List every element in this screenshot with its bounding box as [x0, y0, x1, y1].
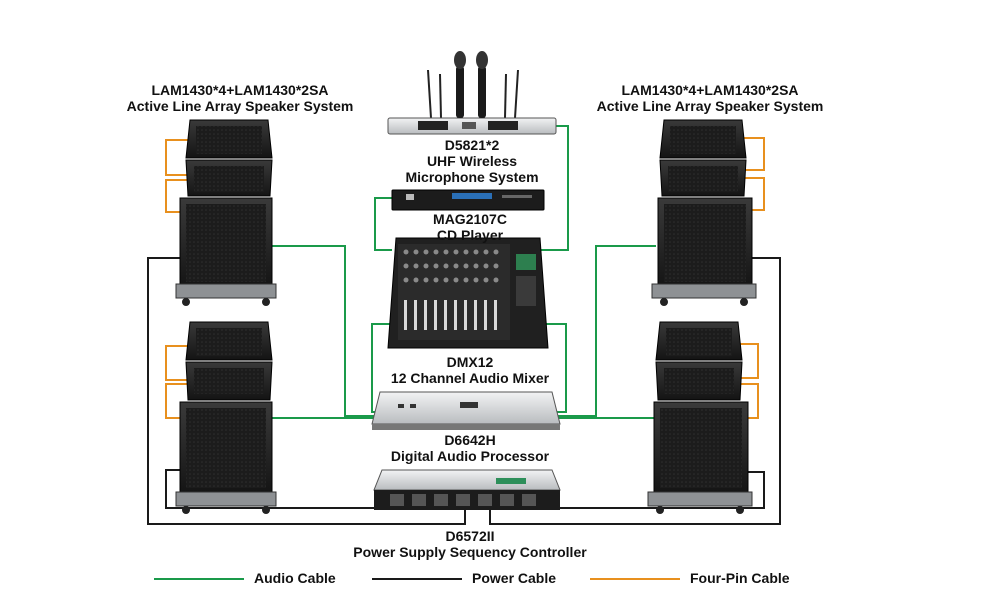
mixer-icon: [387, 237, 549, 349]
speaker-right-label: LAM1430*4+LAM1430*2SA Active Line Array …: [588, 82, 832, 114]
wireless-desc2: Microphone System: [405, 169, 539, 185]
speaker-stack-icon: [175, 321, 277, 514]
audio-cables: [272, 125, 656, 419]
microphone-icon: [454, 51, 488, 118]
power-ctrl-label: D6572II Power Supply Sequency Controller: [330, 528, 610, 560]
speaker-stack-icon: [647, 321, 753, 514]
speaker-stack-icon: [175, 119, 277, 306]
cd-player-icon: [391, 189, 545, 211]
speaker-stack-icon: [651, 119, 757, 306]
processor-icon: [371, 391, 561, 430]
speaker-right-desc: Active Line Array Speaker System: [596, 98, 824, 114]
speaker-left-model: LAM1430*4+LAM1430*2SA: [151, 82, 329, 98]
power-sequencer-icon: [373, 469, 561, 510]
legend-four-pin-label: Four-Pin Cable: [690, 570, 790, 586]
legend-power-label: Power Cable: [472, 570, 557, 586]
power-ctrl-desc: Power Supply Sequency Controller: [353, 544, 587, 560]
cd-player-model: MAG2107C: [433, 211, 507, 227]
legend-audio-label: Audio Cable: [254, 570, 336, 586]
wireless-desc1: UHF Wireless: [426, 153, 518, 169]
processor-label: D6642H Digital Audio Processor: [370, 432, 570, 464]
four-pin-cables: [165, 137, 765, 419]
wireless-receiver-icon: [387, 69, 557, 135]
mixer-model: DMX12: [446, 354, 494, 370]
speaker-left-label: LAM1430*4+LAM1430*2SA Active Line Array …: [118, 82, 362, 114]
power-cables: [147, 257, 781, 525]
mixer-label: DMX12 12 Channel Audio Mixer: [370, 354, 570, 386]
wireless-label: D5821*2 UHF Wireless Microphone System: [392, 137, 552, 185]
speaker-right-model: LAM1430*4+LAM1430*2SA: [621, 82, 799, 98]
speaker-left-desc: Active Line Array Speaker System: [126, 98, 354, 114]
processor-model: D6642H: [444, 432, 496, 448]
cd-player-label: MAG2107C CD Player: [400, 211, 540, 243]
mixer-desc: 12 Channel Audio Mixer: [390, 370, 550, 386]
cd-player-desc: CD Player: [436, 227, 504, 243]
processor-desc: Digital Audio Processor: [390, 448, 550, 464]
power-ctrl-model: D6572II: [445, 528, 495, 544]
wireless-model: D5821*2: [444, 137, 500, 153]
